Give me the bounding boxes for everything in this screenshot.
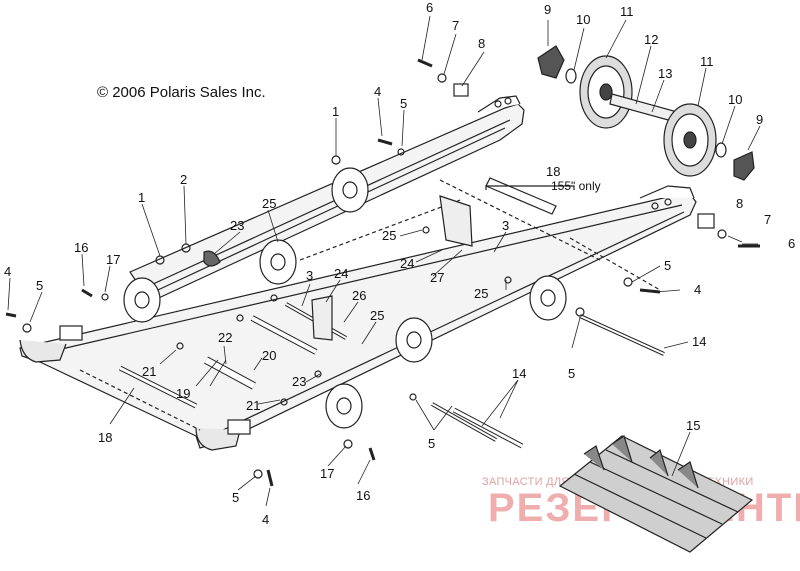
callout-24-mid: 24 [400, 256, 414, 271]
callout-24-low: 24 [334, 266, 348, 281]
callout-5-lowmid: 5 [428, 436, 435, 451]
copyright-text: © 2006 Polaris Sales Inc. [97, 84, 266, 101]
callout-5-bottom: 5 [232, 490, 239, 505]
callout-8-right: 8 [736, 196, 743, 211]
callout-20: 20 [262, 348, 276, 363]
shafts-and-bolts [5, 58, 760, 487]
callout-11-right: 11 [700, 54, 714, 69]
callout-4-left: 4 [4, 264, 11, 279]
callout-8-top: 8 [478, 36, 485, 51]
callout-25-right: 25 [474, 286, 488, 301]
callout-1-left: 1 [138, 190, 145, 205]
callout-14-right: 14 [692, 334, 706, 349]
callout-23-low: 23 [292, 374, 306, 389]
callout-21-left: 21 [142, 364, 156, 379]
callout-10-right: 10 [728, 92, 742, 107]
callout-5-right: 5 [664, 258, 671, 273]
rail-wheels [123, 167, 567, 429]
callout-6-top: 6 [426, 0, 433, 15]
callout-12: 12 [644, 32, 658, 47]
callout-5-top: 5 [400, 96, 407, 111]
assembly-leader-lines [79, 179, 661, 431]
callout-18-low: 18 [98, 430, 112, 445]
callout-13: 13 [658, 66, 672, 81]
lower-rail [19, 185, 697, 451]
callout-11-top: 11 [620, 4, 634, 19]
callout-25-low: 25 [370, 308, 384, 323]
callout-5-left: 5 [36, 278, 43, 293]
callout-26: 26 [352, 288, 366, 303]
track [558, 435, 754, 553]
note-bracket [485, 185, 575, 190]
callout-17-left: 17 [106, 252, 120, 267]
note-155-only: 155" only [551, 179, 601, 193]
callout-3-mid: 3 [502, 218, 509, 233]
callout-9-top: 9 [544, 2, 551, 17]
callout-17-low: 17 [320, 466, 334, 481]
callout-14-low: 14 [512, 366, 526, 381]
callout-7-right: 7 [764, 212, 771, 227]
callout-25-mid: 25 [382, 228, 396, 243]
callout-leaders [7, 15, 761, 507]
callout-9-right: 9 [756, 112, 763, 127]
callout-1-top: 1 [332, 104, 339, 119]
callout-4-bottom: 4 [262, 512, 269, 527]
callout-5-mid: 5 [568, 366, 575, 381]
callout-2: 2 [180, 172, 187, 187]
callout-25-left: 25 [262, 196, 276, 211]
callout-4-right: 4 [694, 282, 701, 297]
callout-22: 22 [218, 330, 232, 345]
callout-3-low: 3 [306, 268, 313, 283]
callout-4-top: 4 [374, 84, 381, 99]
rear-wheel-assembly [537, 45, 755, 181]
callout-7-top: 7 [452, 18, 459, 33]
callout-16-left: 16 [74, 240, 88, 255]
callout-21-low: 21 [246, 398, 260, 413]
callout-23-left: 23 [230, 218, 244, 233]
callout-19: 19 [176, 386, 190, 401]
callout-6-right: 6 [788, 236, 795, 251]
callout-numbers: 6 7 8 9 10 11 12 13 11 10 9 4 5 1 2 1 23… [4, 0, 795, 527]
callout-27: 27 [430, 270, 444, 285]
upper-rail [129, 95, 525, 303]
callout-15: 15 [686, 418, 700, 433]
callout-10-top: 10 [576, 12, 590, 27]
callout-16-low: 16 [356, 488, 370, 503]
callout-18-top: 18 [546, 164, 560, 179]
